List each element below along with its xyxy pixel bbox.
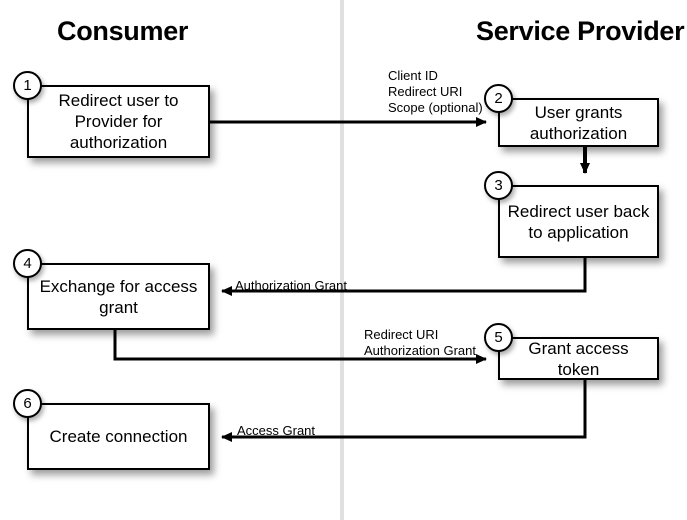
- node-6[interactable]: Create connection: [27, 403, 210, 470]
- node-1[interactable]: Redirect user to Provider for authorizat…: [27, 85, 210, 158]
- edge-label-4-to-5: Redirect URI Authorization Grant: [364, 327, 477, 358]
- node-3-badge: 3: [484, 171, 513, 200]
- edge-label-1-to-2: Client ID Redirect URI Scope (optional): [388, 68, 483, 115]
- node-6-label: Create connection: [49, 427, 188, 446]
- lane-title-service-provider: Service Provider: [476, 16, 685, 46]
- node-2-label: User grants authorization: [529, 102, 628, 143]
- node-2[interactable]: User grants authorization: [498, 98, 659, 147]
- edge-label-5-to-6: Access Grant: [237, 423, 316, 438]
- connector-4-to-5: [113, 330, 487, 364]
- lane-title-consumer: Consumer: [57, 16, 189, 46]
- node-3[interactable]: Redirect user back to application: [498, 185, 659, 258]
- node-5-badge: 5: [484, 323, 513, 352]
- edge-label-3-to-4: Authorization Grant: [235, 278, 348, 293]
- node-4-label: Exchange for access grant: [39, 276, 198, 317]
- node-5-label: Grant access token: [528, 338, 629, 379]
- node-6-badge: 6: [13, 389, 42, 418]
- lane-divider: [340, 0, 344, 520]
- connector-5-to-6: [221, 380, 587, 442]
- node-2-badge: 2: [484, 84, 513, 113]
- node-3-label: Redirect user back to application: [507, 201, 650, 242]
- connector-3-to-4: [221, 258, 587, 296]
- node-5[interactable]: Grant access token: [498, 337, 659, 380]
- node-1-label: Redirect user to Provider for authorizat…: [58, 91, 179, 152]
- node-1-badge: 1: [13, 71, 42, 100]
- node-4[interactable]: Exchange for access grant: [27, 263, 210, 330]
- node-4-badge: 4: [13, 249, 42, 278]
